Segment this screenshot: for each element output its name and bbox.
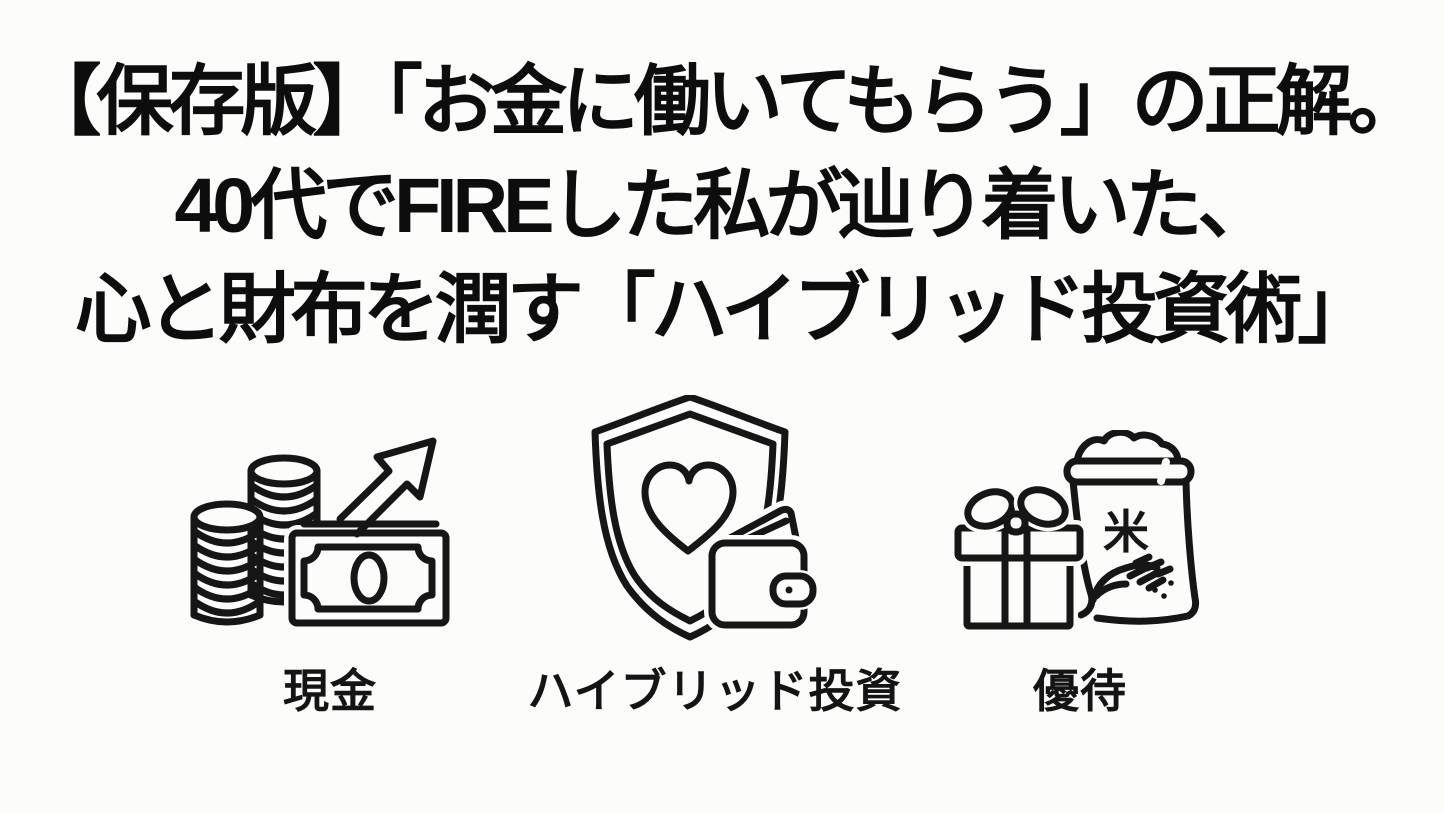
rice-mound bbox=[1073, 430, 1182, 465]
coin-stack-front-icon bbox=[190, 500, 264, 626]
growth-arrow-icon bbox=[336, 437, 437, 538]
title-line-1: 【保存版】「お金に働いてもらう」の正解。 bbox=[24, 59, 1424, 145]
title-line-2: 40代でFIREした私が辿り着いた、 bbox=[174, 163, 1274, 249]
page-title: 【保存版】「お金に働いてもらう」の正解。 40代でFIREした私が辿り着いた、 … bbox=[0, 50, 1444, 362]
bag-band bbox=[1063, 457, 1195, 486]
gift-box-icon bbox=[950, 482, 1088, 634]
banknote-icon bbox=[284, 520, 454, 631]
item-label-cash: 現金 bbox=[283, 665, 377, 717]
item-benefits: 米 bbox=[870, 395, 1290, 721]
item-cash: 現金 bbox=[120, 395, 540, 721]
gift-bow bbox=[960, 482, 1073, 536]
items-row: 現金 bbox=[0, 395, 1444, 725]
item-label-benefits: 優待 bbox=[1033, 665, 1127, 717]
heart-icon bbox=[641, 461, 737, 555]
gift-rice-bag-icon: 米 bbox=[950, 430, 1200, 634]
shield-icon bbox=[591, 395, 789, 641]
rice-kanji: 米 bbox=[1103, 506, 1149, 558]
title-line-3: 心と財布を潤す「ハイブリッド投資術」 bbox=[74, 267, 1374, 353]
wallet-icon bbox=[704, 500, 819, 633]
bow-knot bbox=[1003, 510, 1029, 536]
gift-ribbon bbox=[1001, 524, 1031, 630]
item-label-hybrid-investment: ハイブリッド投資 bbox=[527, 665, 903, 717]
rice-stalk bbox=[1089, 553, 1174, 604]
item-hybrid-investment: ハイブリッド投資 bbox=[505, 395, 925, 721]
rice-bag-icon: 米 bbox=[1063, 430, 1200, 625]
wallet-clasp bbox=[769, 572, 817, 608]
wallet-clasp-dot bbox=[785, 586, 793, 594]
shield-heart-wallet-icon bbox=[591, 395, 819, 641]
coins-banknote-growth-arrow-icon bbox=[190, 437, 454, 631]
